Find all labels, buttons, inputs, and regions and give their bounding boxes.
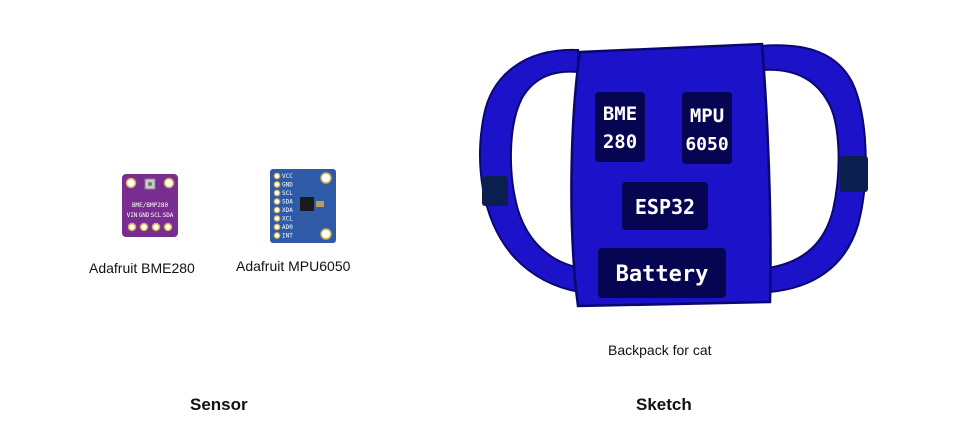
- mpu6050-pin-label: VCC: [282, 173, 293, 180]
- bme280-caption: Adafruit BME280: [89, 260, 195, 276]
- mpu6050-board-image: VCC GND SCL SDA XDA XCL AD0 INT: [270, 169, 336, 243]
- bme280-silkscreen: BME/BMP280: [132, 202, 169, 209]
- right-buckle: [840, 156, 868, 192]
- left-buckle: [482, 176, 508, 206]
- mpu6050-caption: Adafruit MPU6050: [236, 258, 350, 274]
- bme280-pin-label: SCL: [151, 212, 162, 219]
- mpu6050-pin-label: AD0: [282, 224, 293, 231]
- mpu6050-pin-label: XDA: [282, 207, 293, 214]
- bme280-board-image: BME/BMP280 VIN GND SCL SDA: [122, 174, 178, 237]
- bme280-board: BME/BMP280 VIN GND SCL SDA: [122, 174, 178, 237]
- bme280-pin-label: SDA: [163, 212, 174, 219]
- bme280-pin-label: GND: [139, 212, 150, 219]
- battery-label: Battery: [616, 262, 709, 287]
- section-title-sensor: Sensor: [190, 395, 248, 415]
- backpack-sketch: BME 280 MPU 6050 ESP32 Battery: [470, 30, 890, 315]
- mpu6050-pin-label: GND: [282, 182, 293, 189]
- section-title-sketch: Sketch: [636, 395, 692, 415]
- esp32-label: ESP32: [635, 195, 695, 219]
- bme280-pin-label: VIN: [127, 212, 138, 219]
- mpu6050-pin-label: XCL: [282, 216, 293, 223]
- bme-number-label: 280: [603, 131, 637, 153]
- mpu6050-pin-label: INT: [282, 233, 293, 240]
- sketch-caption: Backpack for cat: [608, 342, 712, 358]
- bme-label: BME: [603, 103, 637, 125]
- mpu6050-pin-label: SDA: [282, 199, 293, 206]
- left-strap: [480, 50, 580, 292]
- mpu-number-label: 6050: [685, 134, 728, 155]
- mpu-label: MPU: [690, 105, 724, 127]
- mpu6050-board: VCC GND SCL SDA XDA XCL AD0 INT: [270, 169, 336, 243]
- mpu6050-pin-label: SCL: [282, 190, 293, 197]
